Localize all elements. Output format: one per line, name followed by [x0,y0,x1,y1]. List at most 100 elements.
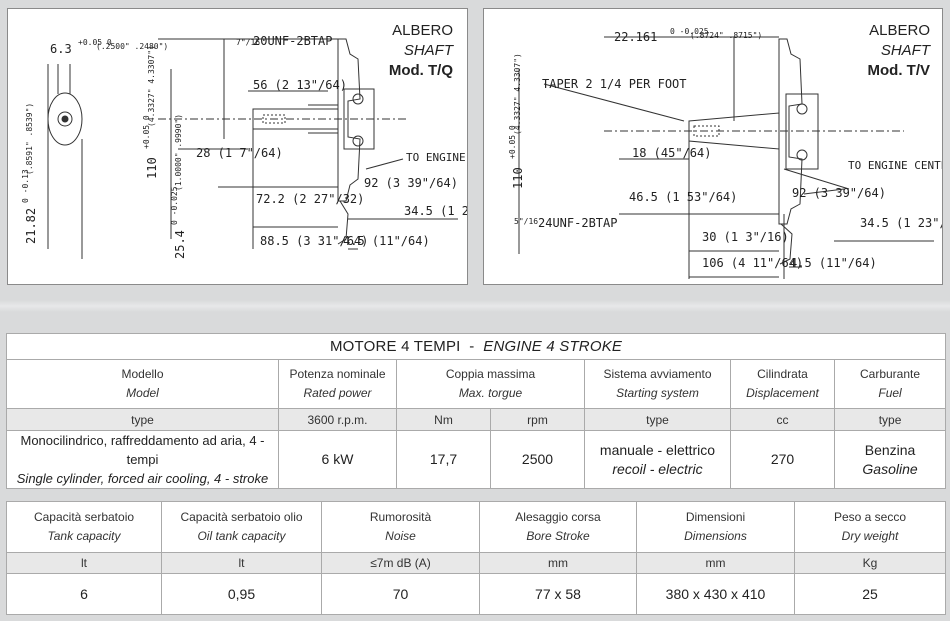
dim-6-3-inch: (.2500" .2480") [96,42,168,51]
header-fuel-it: Carburante [860,367,921,381]
label-albero: ALBERO [392,22,453,39]
dim-4-5-tv: 4.5 (11"/64) [790,256,877,270]
unit-weight: Kg [794,552,946,574]
header-dimensions-it: Dimensioni [685,510,746,524]
diagram-label-tq: ALBERO SHAFT Mod. T/Q [389,21,453,81]
header-fuel-en: Fuel [878,386,902,400]
value-fuel-it: Benzina [864,441,916,458]
dim-taper: TAPER 2 1/4 PER FOOT [542,77,687,91]
unit-power: 3600 r.p.m. [278,408,397,431]
engine-center-label-tv: TO ENGINE CENTER [848,159,943,172]
header-torque-en: Max. torgue [458,386,523,400]
unit-bore-stroke: mm [479,552,637,574]
title-it: MOTORE 4 TEMPI [329,338,461,355]
dim-21-82-inch: (.8591" .8539") [25,103,34,175]
unit-noise: ≤7m dB (A) [321,552,480,574]
value-model: Monocilindrico, raffreddamento ad aria, … [6,430,279,489]
dim-22-161-inch: (.8724" .8715") [690,31,762,40]
unit-fuel: type [833,408,947,431]
section-divider [0,300,950,312]
header-model-en: Model [126,386,159,400]
header-noise-it: Rumorosità [369,510,432,524]
header-weight-it: Peso a secco [833,510,907,524]
value-model-it: Monocilindrico, raffreddamento ad aria, … [20,433,265,467]
unit-starting: type [584,408,731,431]
unit-dimensions: mm [636,552,795,574]
unit-oil-tank: lt [161,552,322,574]
unit-tank: lt [6,552,162,574]
shaft-diagram-tv: 22.161 0 -0.025 (.8724" .8715") TAPER 2 … [483,8,943,285]
value-torque-nm: 17,7 [396,430,491,489]
value-displacement: 270 [730,430,835,489]
dim-6-3: 6.3 [50,42,72,56]
dim-92: 92 (3 39"/64) [364,176,458,190]
header-bore-stroke-en: Bore Stroke [526,529,590,543]
dim-34: 34.5 (1 23"/64) [404,204,468,218]
dim-25-4-tol: 0 -0.025 [170,186,179,225]
dim-34-tv: 34.5 (1 23"/64) [860,216,943,230]
dim-110-tol: +0.05 0 [142,115,151,149]
value-starting-en: recoil - electric [612,460,703,477]
value-fuel-en: Gasoline [862,460,918,477]
header-power-it: Potenza nominale [289,367,386,381]
label-albero-tv: ALBERO [869,22,930,39]
dim-110: 110 [145,157,159,179]
dim-22-161-tol: 0 -0.025 [670,27,709,36]
value-bore-stroke: 77 x 58 [479,573,637,615]
dim-6-3-tol: +0.05 0 [78,38,112,47]
dim-92-tv: 92 (3 39"/64) [792,186,886,200]
diagram-label-tv: ALBERO SHAFT Mod. T/V [868,21,931,81]
dim-thread-frac-tv: 5"/16 [514,217,538,226]
dim-110-tv-inch: (4.3327" 4.3307") [513,53,522,135]
header-power-en: Rated power [303,386,372,400]
dim-46-5: 46.5 (1 53"/64) [629,190,737,204]
shaft-drawing-tq: 6.3 +0.05 0 (.2500" .2480") 7"/16 20UNF-… [21,34,468,259]
header-oil-tank-it: Capacità serbatoio olio [180,510,303,524]
dim-4-5: 4.5 (11"/64) [343,234,430,248]
shaft-drawing-tv: 22.161 0 -0.025 (.8724" .8715") TAPER 2 … [508,27,943,279]
dim-28: 28 (1 7"/64) [196,146,283,160]
shaft-diagram-tq: 6.3 +0.05 0 (.2500" .2480") 7"/16 20UNF-… [7,8,468,285]
value-noise: 70 [321,573,480,615]
value-torque-rpm: 2500 [490,430,585,489]
value-dimensions: 380 x 430 x 410 [636,573,795,615]
unit-model: type [6,408,279,431]
engine-spec-table: MOTORE 4 TEMPI - ENGINE 4 STROKE Modello… [5,333,947,489]
value-weight: 25 [794,573,946,615]
header-bore-stroke-it: Alesaggio corsa [515,510,601,524]
dim-106: 106 (4 11"/64) [702,256,803,270]
dim-thread: 20UNF-2BTAP [253,34,332,48]
title-en: ENGINE 4 STROKE [483,338,623,355]
header-tank-en: Tank capacity [47,529,121,543]
dim-110-tv: 110 [511,167,525,189]
dim-21-82-tol: 0 -0.13 [21,169,30,203]
unit-torque-nm: Nm [396,408,491,431]
header-dimensions-en: Dimensions [684,529,747,543]
dim-25-4-inch: (1.0000" .9990") [174,114,183,191]
dim-30: 30 (1 3"/16) [702,230,789,244]
label-model-tv: Mod. T/V [867,62,931,79]
dim-thread-tv: 24UNF-2BTAP [538,216,617,230]
label-shaft: SHAFT [403,42,453,59]
header-displacement-it: Cilindrata [757,367,808,381]
header-starting-it: Sistema avviamento [603,367,712,381]
header-model-it: Modello [121,367,164,381]
dim-72: 72.2 (2 27"/32) [256,192,364,206]
dim-56: 56 (2 13"/64) [253,78,347,92]
unit-torque-rpm: rpm [490,408,585,431]
header-displacement-en: Displacement [746,386,819,400]
